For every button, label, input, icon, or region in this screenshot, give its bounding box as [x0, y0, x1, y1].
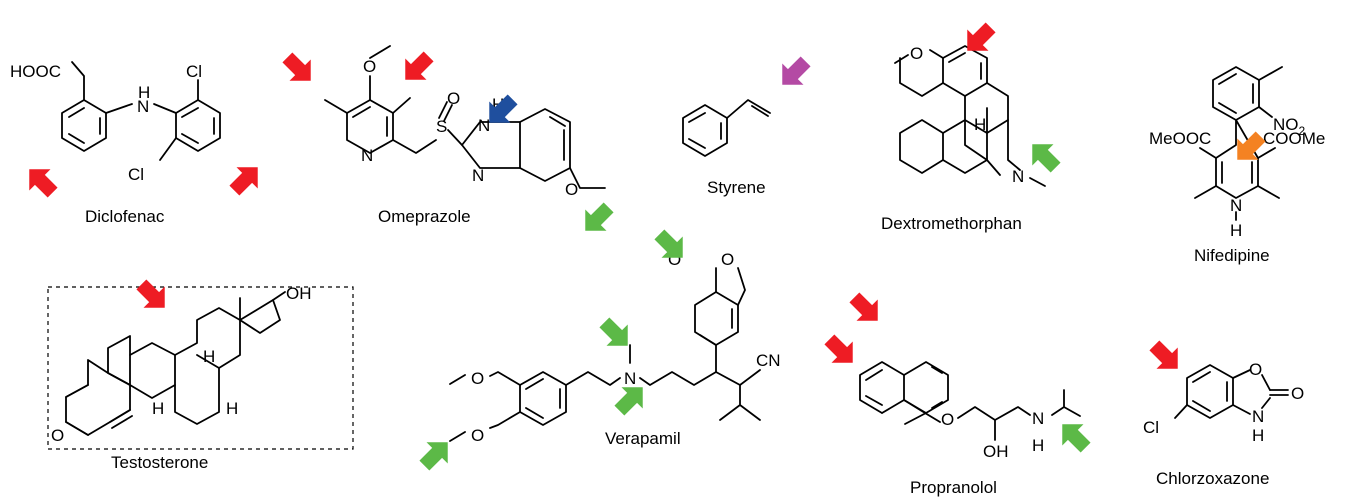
atom-label: H	[203, 347, 215, 366]
atom-label: Cl	[186, 62, 202, 81]
red-arrow-icon	[136, 279, 165, 308]
atom-label: O	[721, 250, 734, 269]
red-arrow-icon	[1149, 340, 1178, 369]
red-arrow-icon	[405, 51, 434, 80]
atom-label: Cl	[1143, 418, 1159, 437]
molecule-nifedipine: NO2 MeOOC COOMe N H Nifedipine	[1149, 66, 1325, 265]
atom-label-part: NO	[1273, 115, 1299, 134]
green-arrow-icon	[1062, 424, 1091, 453]
atom-label: N	[1012, 167, 1024, 186]
red-arrow-icon	[849, 292, 878, 321]
molecule-name: Propranolol	[910, 478, 997, 497]
atom-label: OH	[983, 442, 1009, 461]
red-arrow-icon	[282, 52, 311, 81]
red-arrow-icon	[824, 334, 853, 363]
atom-label: O	[565, 180, 578, 199]
molecule-name: Testosterone	[111, 453, 208, 472]
atom-label: Cl	[128, 165, 144, 184]
atom-label: N	[478, 116, 490, 135]
atom-label: HOOC	[10, 62, 61, 81]
molecule-styrene: Styrene	[682, 99, 771, 197]
atom-label: H	[1252, 426, 1264, 445]
green-arrow-icon	[654, 229, 683, 258]
atom-label: N	[137, 97, 149, 116]
atom-label: O	[941, 410, 954, 429]
metabolism-site-arrows	[29, 22, 1266, 471]
atom-label: N	[1230, 196, 1242, 215]
molecule-name: Dextromethorphan	[881, 214, 1022, 233]
atom-label: NO2	[1273, 115, 1306, 138]
orange-arrow-icon	[1237, 131, 1266, 160]
atom-label: H	[1230, 221, 1242, 240]
red-arrow-icon	[967, 22, 996, 51]
molecule-omeprazole: O N S O H N N O Omeprazole	[324, 45, 606, 226]
atom-label: O	[1291, 384, 1304, 403]
blue-arrow-icon	[489, 94, 518, 123]
molecule-name: Diclofenac	[85, 207, 165, 226]
molecule-name: Nifedipine	[1194, 246, 1270, 265]
molecule-chlorzoxazone: O O N H Cl Chlorzoxazone	[1143, 360, 1304, 488]
atom-label: N	[1032, 409, 1044, 428]
atom-label: COOMe	[1263, 129, 1325, 148]
molecule-verapamil: O O O O N CN Verapamil	[449, 250, 781, 448]
atom-label: O	[471, 369, 484, 388]
atom-label: O	[910, 44, 923, 63]
molecule-name: Styrene	[707, 178, 766, 197]
atom-label: N	[472, 166, 484, 185]
molecule-name: Verapamil	[605, 429, 681, 448]
highlight-box	[47, 286, 354, 450]
molecule-propranolol: O OH N H Propranolol	[859, 361, 1081, 497]
molecule-name: Chlorzoxazone	[1156, 469, 1269, 488]
atom-label: O	[51, 426, 64, 445]
green-arrow-icon	[614, 387, 643, 416]
atom-label: O	[471, 426, 484, 445]
molecule-dextromethorphan: O H N Dextromethorphan	[881, 44, 1046, 233]
atom-label: O	[1249, 360, 1262, 379]
atom-label: H	[152, 399, 164, 418]
green-arrow-icon	[599, 317, 628, 346]
atom-label: H	[1032, 436, 1044, 455]
atom-label: CN	[756, 351, 781, 370]
molecule-name: Omeprazole	[378, 207, 471, 226]
magenta-arrow-icon	[782, 56, 811, 85]
green-arrow-icon	[419, 442, 448, 471]
atom-label: N	[1252, 407, 1264, 426]
green-arrow-icon	[1032, 144, 1061, 173]
atom-label: O	[447, 89, 460, 108]
atom-label: O	[363, 57, 376, 76]
atom-label: H	[138, 83, 150, 102]
atom-label: S	[436, 117, 447, 136]
atom-label: N	[624, 369, 636, 388]
molecule-diclofenac: HOOC H N Cl Cl Diclofenac	[10, 61, 221, 226]
atom-label: OH	[286, 284, 312, 303]
atom-label: H	[974, 115, 986, 134]
green-arrow-icon	[585, 202, 614, 231]
atom-label: H	[226, 399, 238, 418]
red-arrow-icon	[29, 169, 58, 198]
atom-label: MeOOC	[1149, 129, 1211, 148]
atom-label: N	[361, 146, 373, 165]
subscript: 2	[1299, 124, 1306, 138]
molecule-testosterone: OH H H H O Testosterone	[47, 284, 354, 472]
red-arrow-icon	[229, 167, 258, 196]
